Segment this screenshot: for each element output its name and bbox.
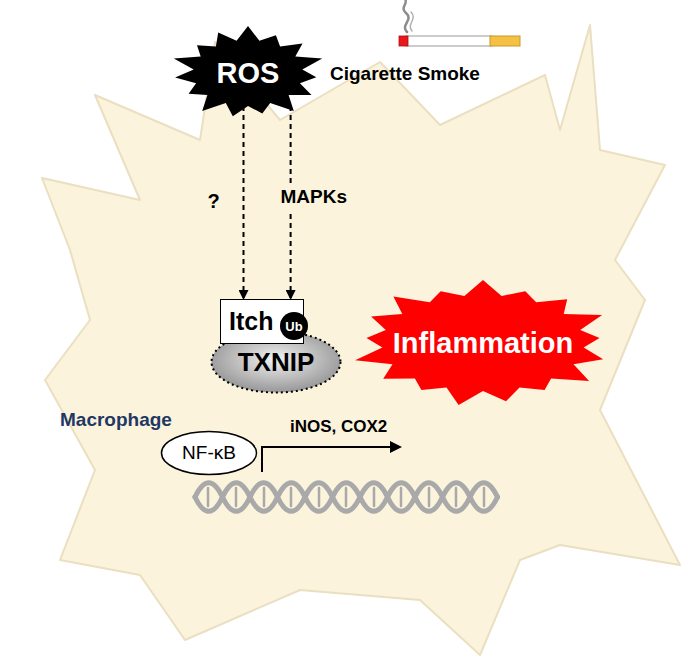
node-label: Itch — [229, 307, 273, 336]
ubiquitin-circle-shape — [280, 312, 308, 340]
edge-label: MAPKs — [281, 184, 348, 210]
inflammation-starburst: Inflammation — [350, 280, 616, 406]
context-label: Cigarette Smoke — [330, 63, 480, 85]
gene-label: iNOS, COX2 — [290, 417, 387, 437]
nfkb-ellipse-shape — [162, 432, 257, 475]
transcription-arrow — [262, 441, 402, 472]
node-label: Inflammation — [393, 327, 573, 360]
ros-starburst: ROS — [170, 26, 326, 120]
inflammation-starburst-shape — [355, 280, 603, 405]
macrophage-cell-shape — [42, 25, 680, 655]
ubiquitin-circle: Ub — [280, 312, 308, 340]
itch-box: Itch Ub — [220, 299, 304, 344]
cigarette-smoke-wisp — [404, 0, 414, 32]
edge-label: ? — [208, 190, 220, 213]
dashed-arrow — [243, 106, 245, 298]
ros-starburst-shape — [174, 26, 322, 116]
nfkb-ellipse: NF-κB — [160, 430, 258, 476]
dna-helix — [195, 483, 498, 512]
cigarette-icon — [399, 36, 520, 46]
node-label: ROS — [217, 57, 280, 90]
node-label: NF-κB — [182, 442, 236, 464]
node-label: Ub — [285, 319, 302, 334]
txnip-ellipse-shape — [212, 332, 341, 393]
node-label: TXNIP — [238, 347, 315, 378]
cell-label: Macrophage — [60, 409, 172, 431]
